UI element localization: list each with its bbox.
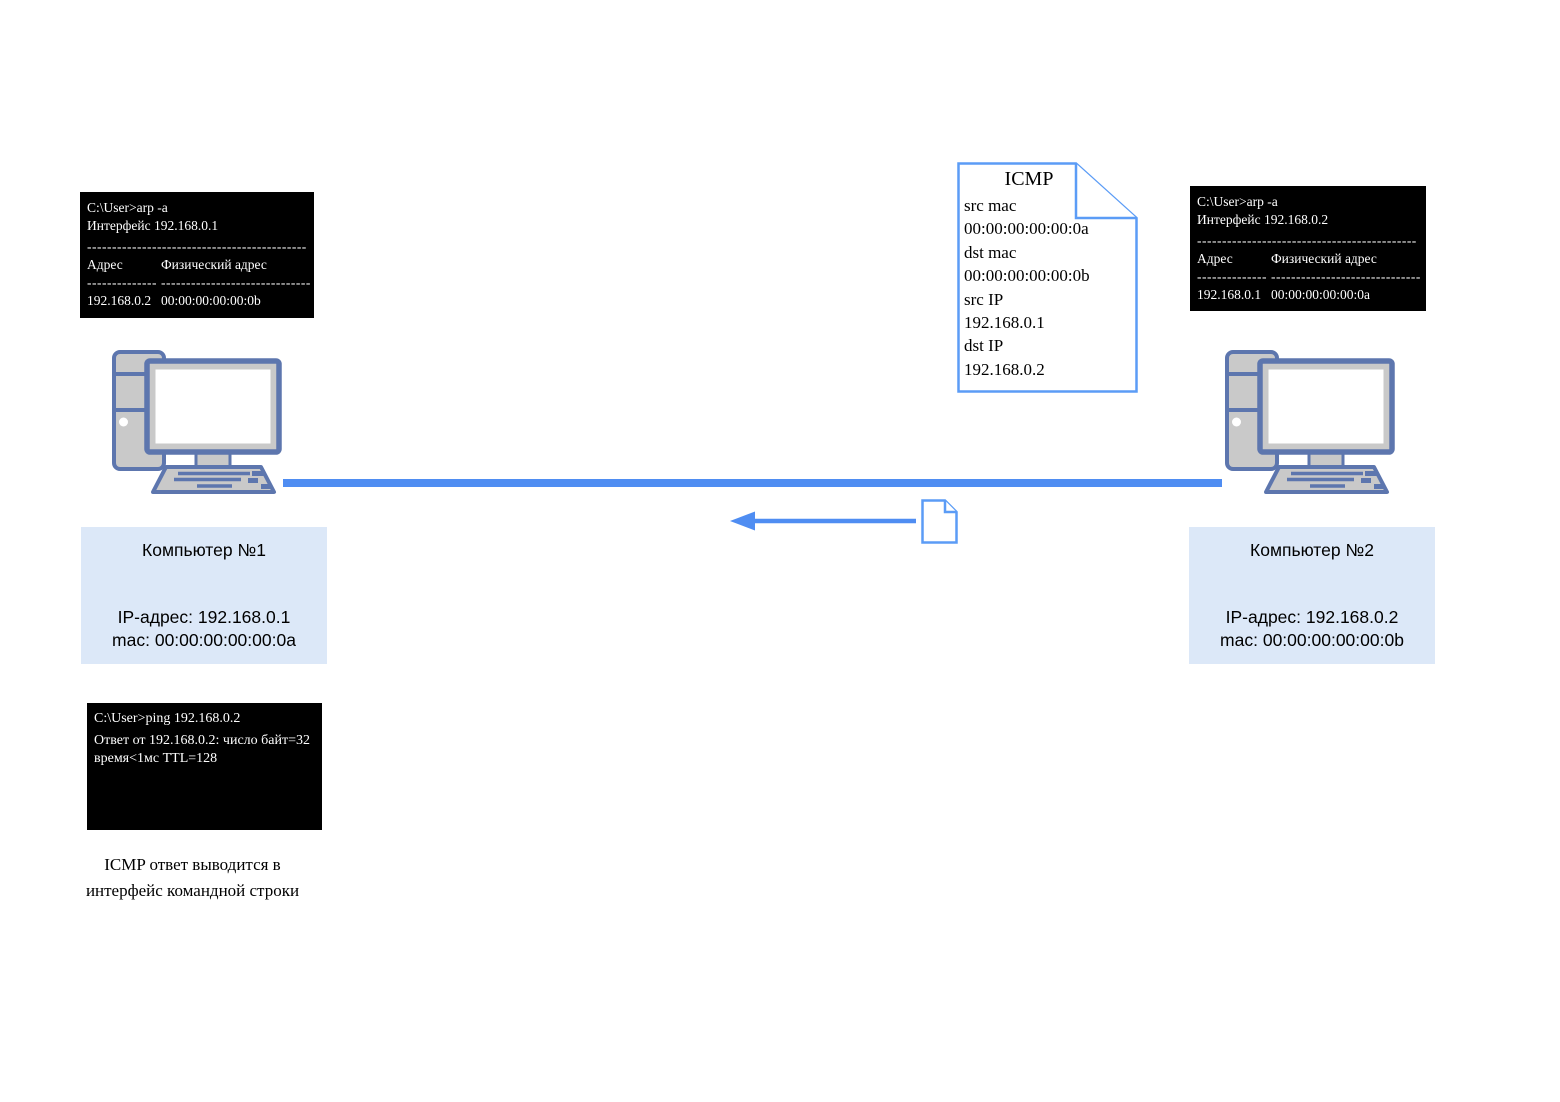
computer2-label-box: Компьютер №2 IP-адрес: 192.168.0.2 mac: … [1189,527,1435,664]
computer-name: Компьютер №2 [1250,540,1374,560]
packet-title: ICMP [1004,168,1054,190]
arp-terminal-pc2: C:\User>arp -a Интерфейс 192.168.0.2 ---… [1190,186,1426,311]
terminal-prompt-line: C:\User>arp -a [1197,194,1278,209]
computer-mac: mac: 00:00:00:00:00:0b [1220,630,1404,650]
terminal-divider: ----------------------------------------… [1197,233,1417,248]
caption-line: ICMP ответ выводится в [104,855,281,874]
packet-field: dst IP [964,336,1004,356]
terminal-divider-row: -------------- -------------------------… [1197,268,1421,286]
col-header-physical: Физический адрес [1271,251,1377,266]
arp-entry-ip: 192.168.0.2 [87,293,152,308]
arp-entry-mac: 00:00:00:00:00:0a [1271,287,1370,302]
desktop-computer-icon [112,350,282,494]
col-header-physical: Физический адрес [161,257,267,272]
arp-terminal-pc1: C:\User>arp -a Интерфейс 192.168.0.1 ---… [80,192,314,318]
ping-command-line: C:\User>ping 192.168.0.2 [94,711,241,726]
icmp-packet-doc: ICMP src mac 00:00:00:00:00:0a dst mac 0… [957,162,1138,393]
network-link-line [283,479,1222,487]
terminal-header-row: Адрес Физический адрес [1197,250,1419,268]
terminal-interface-line: Интерфейс 192.168.0.2 [1197,212,1329,227]
terminal-prompt-line: C:\User>arp -a [87,200,168,215]
arp-entry-ip: 192.168.0.1 [1197,287,1262,302]
computer-ip: IP-адрес: 192.168.0.2 [1225,607,1399,627]
ping-reply-line: время<1мс TTL=128 [94,751,218,766]
packet-field: 192.168.0.1 [964,313,1045,333]
packet-field: src mac [964,196,1017,215]
arrow-left-icon [730,511,916,531]
arp-entry-row: 192.168.0.1 00:00:00:00:00:0a [1197,286,1419,304]
divider-col1: -------------- [1197,269,1267,284]
divider-col1: -------------- [87,275,157,290]
divider-col2: ------------------------------ [1271,269,1421,284]
divider-col2: ------------------------------ [161,275,311,290]
terminal-divider: ----------------------------------------… [87,239,307,254]
terminal-divider-row: -------------- -------------------------… [87,274,310,292]
desktop-computer-icon [1225,350,1395,494]
terminal-interface-line: Интерфейс 192.168.0.1 [87,218,219,233]
computer1-label-box: Компьютер №1 IP-адрес: 192.168.0.1 mac: … [81,527,327,664]
ping-reply-line: Ответ от 192.168.0.2: число байт=32 [94,733,310,748]
packet-field: dst mac [964,242,1017,262]
packet-field: 192.168.0.2 [964,359,1045,379]
caption-line: интерфейс командной строки [85,881,300,900]
terminal-header-row: Адрес Физический адрес [87,256,307,274]
computer-mac: mac: 00:00:00:00:00:0a [112,630,296,650]
arp-entry-mac: 00:00:00:00:00:0b [161,293,261,308]
packet-field: 00:00:00:00:00:0b [964,266,1090,286]
arp-entry-row: 192.168.0.2 00:00:00:00:00:0b [87,292,307,310]
col-header-address: Адрес [87,257,123,272]
packet-field: 00:00:00:00:00:0a [964,219,1089,239]
ping-terminal: C:\User>ping 192.168.0.2 Ответ от 192.16… [87,703,322,830]
document-shape-icon [957,162,1138,393]
computer-ip: IP-адрес: 192.168.0.1 [117,607,291,627]
packet-document-icon [921,499,958,544]
col-header-address: Адрес [1197,251,1233,266]
computer-name: Компьютер №1 [142,540,266,560]
packet-field: src IP [964,289,1004,309]
caption: ICMP ответ выводится в интерфейс командн… [55,852,330,904]
